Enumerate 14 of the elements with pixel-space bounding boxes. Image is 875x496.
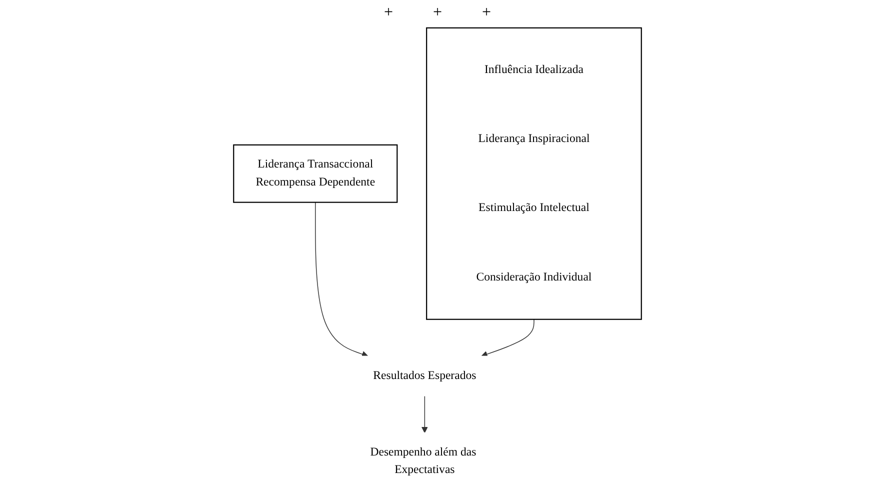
node-box: Liderança Transaccional Recompensa Dependente xyxy=(233,144,398,203)
cluster xyxy=(426,27,642,320)
node-text: Estimulação Intelectual xyxy=(478,202,590,214)
node-text: Liderança Inspiracional xyxy=(478,132,590,145)
plus-sign: + xyxy=(384,4,393,22)
arrow xyxy=(481,318,534,358)
node-text: Consideração Individual xyxy=(476,270,592,284)
node-text: Resultados Esperados xyxy=(373,369,476,382)
arrow xyxy=(421,396,428,433)
plus-sign: + xyxy=(482,4,492,22)
node-text: Influência Idealizada xyxy=(484,63,584,76)
node-text: Desempenho além das Expectativas xyxy=(370,446,476,476)
arrow xyxy=(315,202,368,358)
plus-sign: + xyxy=(432,4,442,22)
